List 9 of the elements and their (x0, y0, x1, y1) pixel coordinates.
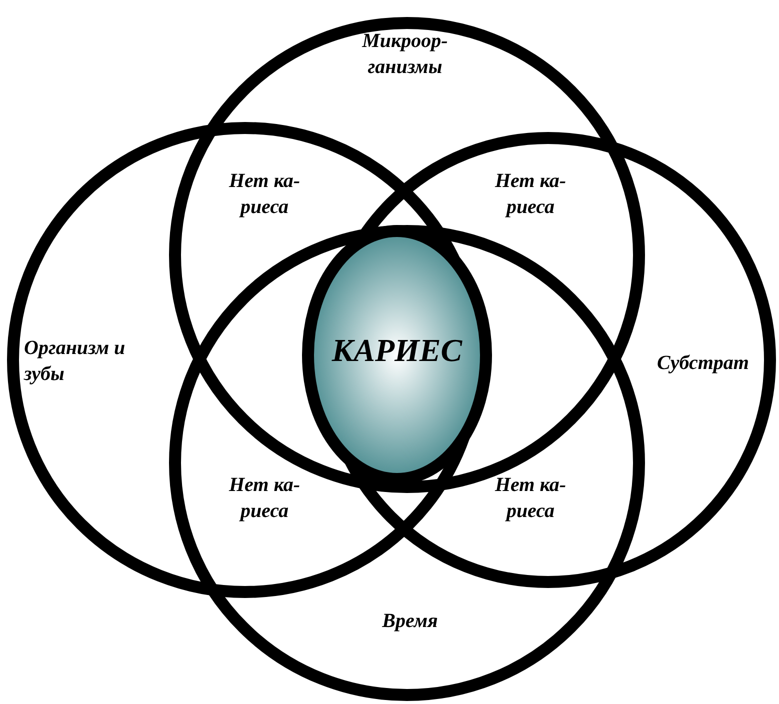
circle-label: Субстрат (656, 351, 750, 376)
circle-label: Организм и зубы (24, 336, 126, 387)
region-label: Нет ка- риеса (228, 473, 302, 524)
region-label: Нет ка- риеса (494, 473, 568, 524)
circle-label: Время (381, 609, 439, 634)
circle-label: Микроор- ганизмы (360, 29, 449, 80)
region-label: Нет ка- риеса (494, 169, 568, 220)
center-label: КАРИЕС (330, 337, 464, 363)
region-label: Нет ка- риеса (228, 169, 302, 220)
